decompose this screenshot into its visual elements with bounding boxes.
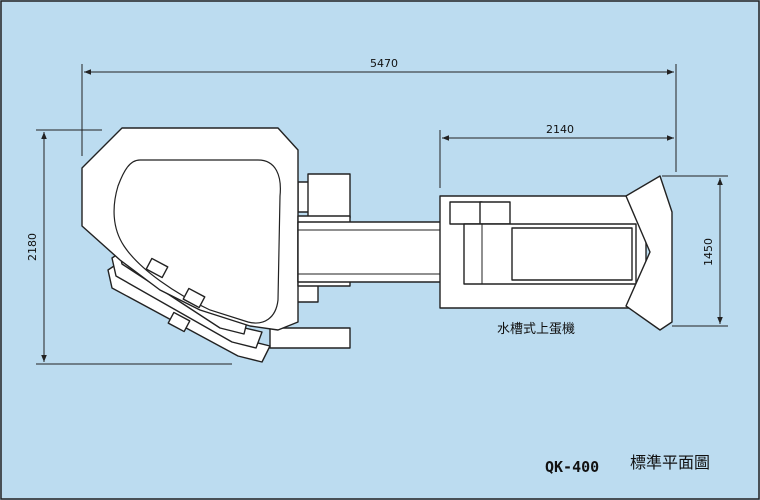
drawing-title: 標準平面圖 bbox=[630, 453, 710, 472]
loader-hopper bbox=[625, 175, 673, 331]
water-tank-loader bbox=[439, 175, 673, 331]
main-body-inner-loop bbox=[113, 159, 281, 324]
loader-top-box-2 bbox=[479, 201, 511, 225]
overall-length-value: 5470 bbox=[370, 57, 398, 70]
conveyor-belt bbox=[297, 221, 467, 283]
dimension-unit-length: 2140 bbox=[439, 123, 674, 188]
loader-label: 水槽式上蛋機 bbox=[497, 322, 575, 337]
loader-top-box-1 bbox=[449, 201, 483, 225]
main-machine bbox=[81, 127, 351, 363]
overall-height-value: 2180 bbox=[26, 233, 39, 261]
conveyor bbox=[297, 215, 467, 287]
unit-length-value: 2140 bbox=[546, 123, 574, 136]
bottom-bracket bbox=[269, 327, 351, 349]
clamp-2 bbox=[167, 311, 191, 333]
clamp-1 bbox=[182, 287, 206, 309]
dimension-overall-length: 5470 bbox=[81, 57, 677, 172]
clamp-3 bbox=[145, 257, 169, 279]
dimension-unit-height: 1450 bbox=[662, 175, 728, 327]
dimension-overall-height: 2180 bbox=[26, 129, 232, 365]
motor-box-upper bbox=[307, 173, 351, 219]
unit-height-value: 1450 bbox=[702, 238, 715, 266]
model-number: QK-400 bbox=[545, 458, 599, 476]
loader-tank bbox=[511, 227, 633, 281]
